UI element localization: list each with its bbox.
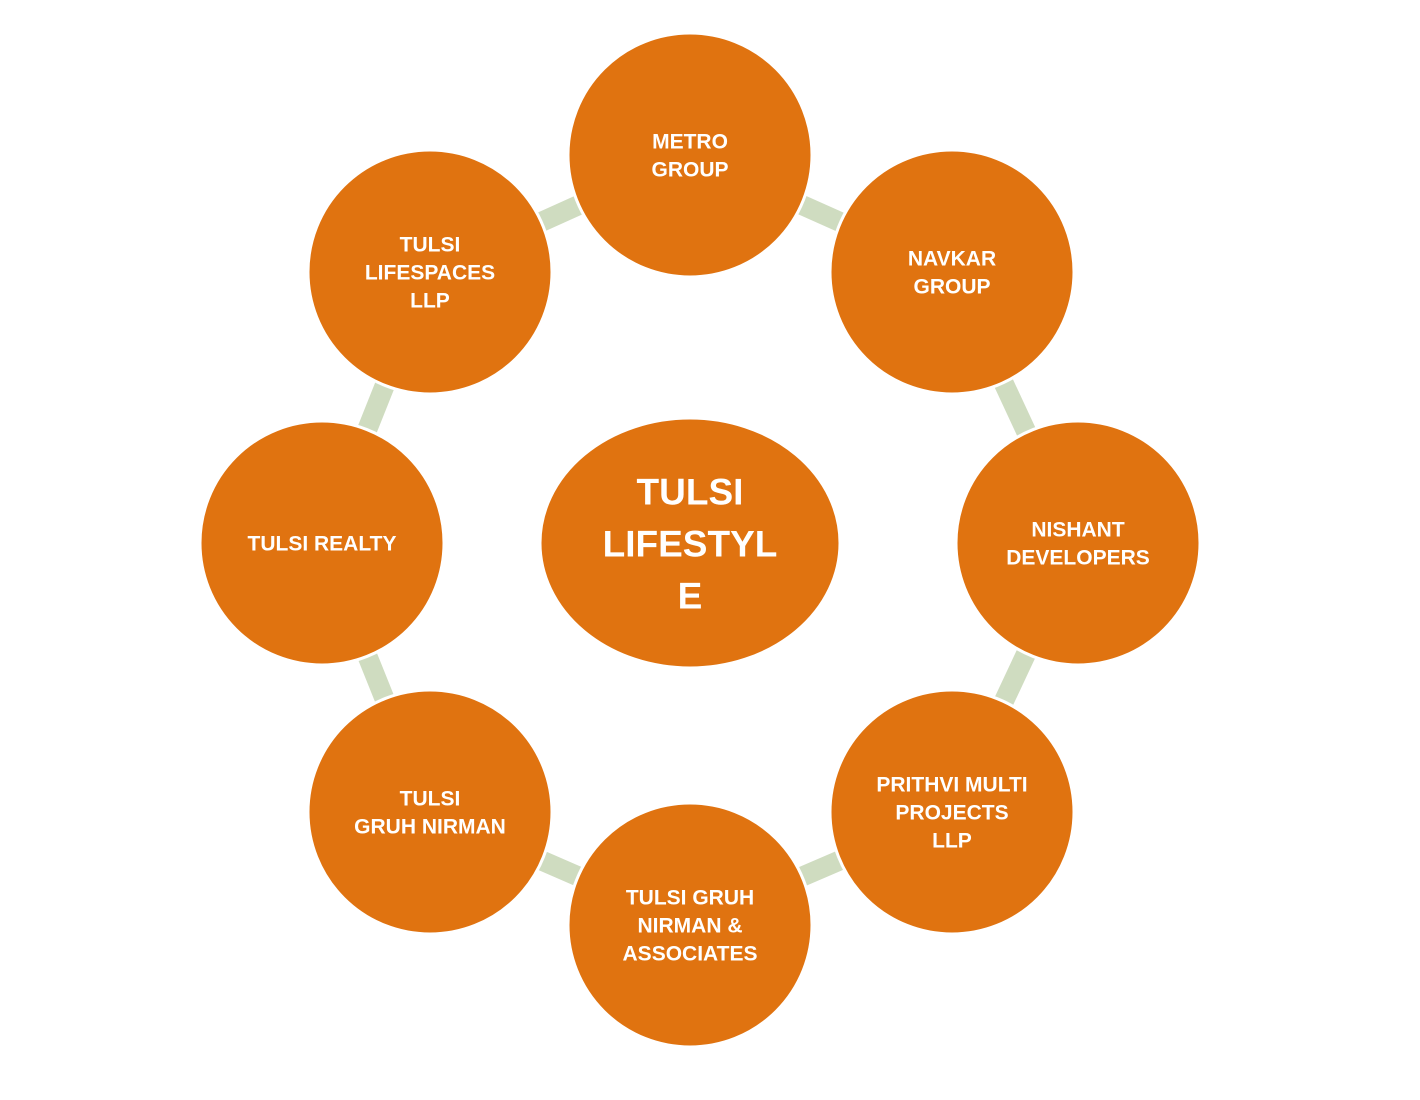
node-prithvi-multi-projects-llp-label-line-1: PRITHVI MULTI — [876, 774, 1027, 797]
node-tulsi-gruh-nirman: TULSI GRUH NIRMAN — [306, 688, 554, 936]
node-tulsi-gruh-nirman-label-line-2: GRUH NIRMAN — [354, 816, 506, 839]
connector-7 — [354, 374, 398, 441]
node-prithvi-multi-projects-llp-circle — [828, 688, 1076, 936]
node-tulsi-realty-circle — [198, 419, 446, 667]
node-tulsi-lifespaces-llp: TULSI LIFESPACES LLP — [306, 148, 554, 396]
node-navkar-group-label-line-2: GROUP — [913, 276, 990, 299]
node-navkar-group-label-line-1: NAVKAR — [908, 248, 996, 271]
node-metro-group-label: METRO GROUP — [651, 131, 728, 182]
node-tulsi-lifespaces-llp-label-line-2: LIFESPACES — [365, 262, 495, 285]
node-navkar-group-label: NAVKAR GROUP — [908, 248, 996, 299]
node-tulsi-gruh-nirman-label-line-1: TULSI — [400, 788, 461, 811]
node-nishant-developers-label-line-2: DEVELOPERS — [1006, 547, 1150, 570]
company-nodes: METRO GROUP NAVKAR GROUP NISHANT DEVELOPERS PR… — [198, 31, 1202, 1049]
center-node: TULSI LIFESTYL E — [538, 416, 842, 670]
connector-3 — [991, 641, 1039, 714]
node-metro-group-label-line-2: GROUP — [651, 159, 728, 182]
connector-1 — [790, 192, 852, 235]
node-metro-group-circle — [566, 31, 814, 279]
node-tulsi-gruh-nirman-associates-label-line-3: ASSOCIATES — [623, 943, 758, 966]
node-tulsi-gruh-nirman-associates-label: TULSI GRUH NIRMAN & ASSOCIATES — [623, 887, 758, 966]
center-node-ellipse — [538, 416, 842, 670]
node-prithvi-multi-projects-llp-label-line-3: LLP — [932, 830, 972, 853]
connector-4 — [790, 847, 852, 890]
node-prithvi-multi-projects-llp-label: PRITHVI MULTI PROJECTS LLP — [876, 774, 1027, 853]
node-tulsi-realty: TULSI REALTY — [198, 419, 446, 667]
connector-6 — [355, 645, 397, 710]
node-metro-group-label-line-1: METRO — [652, 131, 728, 154]
center-node-label-line-2: LIFESTYL — [603, 523, 778, 564]
center-node-label: TULSI LIFESTYL E — [603, 471, 778, 616]
node-tulsi-gruh-nirman-circle — [306, 688, 554, 936]
node-tulsi-realty-label: TULSI REALTY — [248, 533, 397, 556]
node-tulsi-gruh-nirman-label: TULSI GRUH NIRMAN — [354, 788, 506, 839]
node-tulsi-lifespaces-llp-label-line-1: TULSI — [400, 234, 461, 257]
node-metro-group: METRO GROUP — [566, 31, 814, 279]
node-nishant-developers: NISHANT DEVELOPERS — [954, 419, 1202, 667]
node-nishant-developers-circle — [954, 419, 1202, 667]
center-node-label-line-1: TULSI — [637, 471, 744, 512]
node-navkar-group: NAVKAR GROUP — [828, 148, 1076, 396]
node-prithvi-multi-projects-llp-label-line-2: PROJECTS — [895, 802, 1008, 825]
node-tulsi-realty-label-line-1: TULSI REALTY — [248, 533, 397, 556]
connector-8 — [529, 192, 591, 235]
node-tulsi-gruh-nirman-associates-label-line-2: NIRMAN & — [638, 915, 743, 938]
node-tulsi-gruh-nirman-associates-circle — [566, 801, 814, 1049]
center-node-label-line-3: E — [678, 575, 703, 616]
node-tulsi-lifespaces-llp-circle — [306, 148, 554, 396]
connector-2 — [990, 371, 1040, 444]
node-nishant-developers-label: NISHANT DEVELOPERS — [1006, 519, 1150, 570]
node-tulsi-gruh-nirman-associates-label-line-1: TULSI GRUH — [626, 887, 754, 910]
node-navkar-group-circle — [828, 148, 1076, 396]
node-prithvi-multi-projects-llp: PRITHVI MULTI PROJECTS LLP — [828, 688, 1076, 936]
node-tulsi-gruh-nirman-associates: TULSI GRUH NIRMAN & ASSOCIATES — [566, 801, 814, 1049]
node-nishant-developers-label-line-1: NISHANT — [1031, 519, 1125, 542]
node-tulsi-lifespaces-llp-label-line-3: LLP — [410, 290, 450, 313]
node-tulsi-lifespaces-llp-label: TULSI LIFESPACES LLP — [365, 234, 495, 313]
